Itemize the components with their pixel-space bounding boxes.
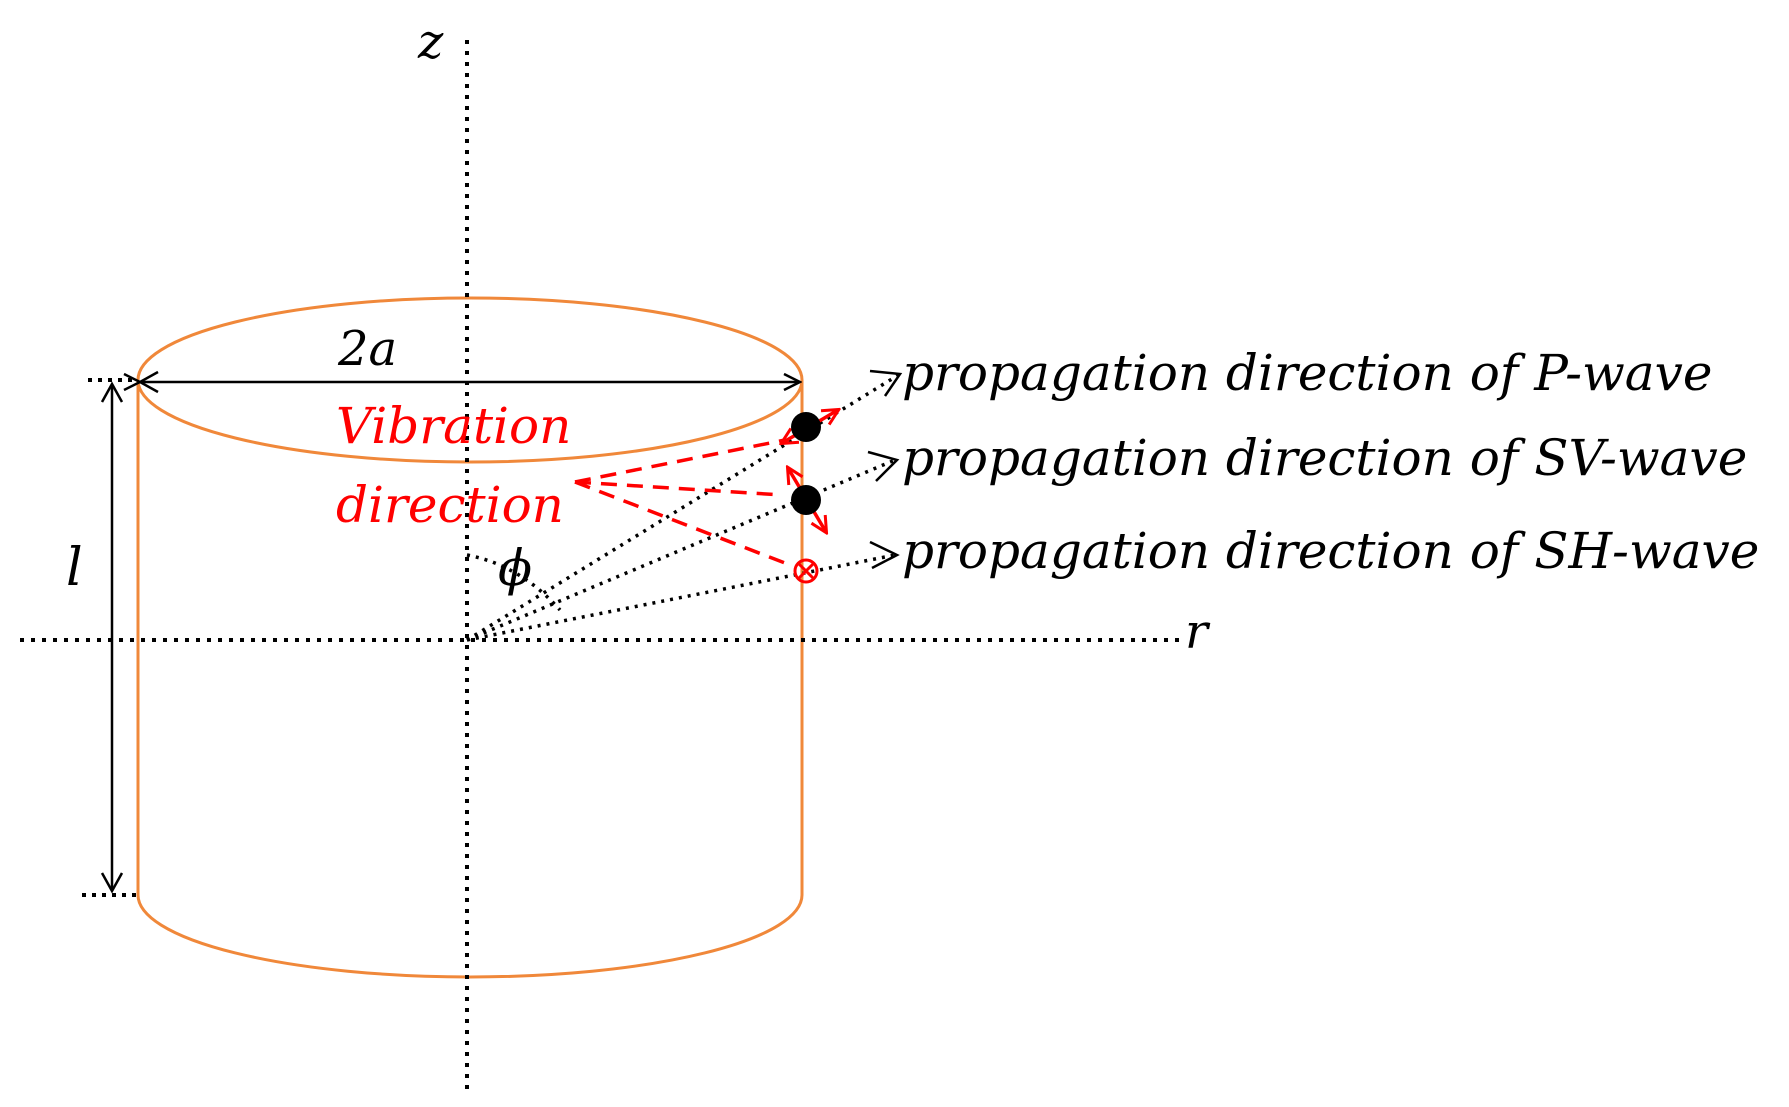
vibration-lines: [574, 438, 791, 567]
vibration-label-line2: direction: [336, 476, 564, 534]
z-axis-label: z: [417, 14, 444, 70]
p-wave-ray-head: [869, 369, 903, 397]
length-arrow-bottom-head: [100, 872, 124, 894]
sv-wave-label: propagation direction of SV-wave: [902, 429, 1747, 487]
sh-wave-label: propagation direction of SH-wave: [902, 522, 1759, 580]
cylinder-bottom-arc: [136, 894, 804, 979]
vibration-line-sh: [574, 480, 791, 567]
diameter-arrow-left-head: [137, 370, 159, 394]
r-axis-label: r: [1185, 604, 1211, 660]
angle-label: ϕ: [498, 539, 532, 597]
phi-arc: [466, 553, 562, 612]
sv-wave-ray-head: [867, 450, 900, 482]
length-arrow-top-head: [100, 381, 124, 403]
sh-wave-ray-head: [869, 540, 900, 570]
p-wave-label: propagation direction of P-wave: [902, 344, 1712, 402]
sh-wave-circled-cross-icon: [793, 558, 819, 584]
sv-wave-particle-dot: [791, 485, 821, 515]
vibration-label-line1: Vibration: [336, 397, 571, 455]
diameter-label: 2a: [337, 321, 397, 377]
sh-wave-ray: [466, 553, 896, 642]
length-label: l: [66, 538, 83, 598]
vibration-line-p: [574, 438, 786, 484]
p-wave-particle-dot: [791, 412, 821, 442]
vibration-line-sv: [574, 480, 783, 497]
